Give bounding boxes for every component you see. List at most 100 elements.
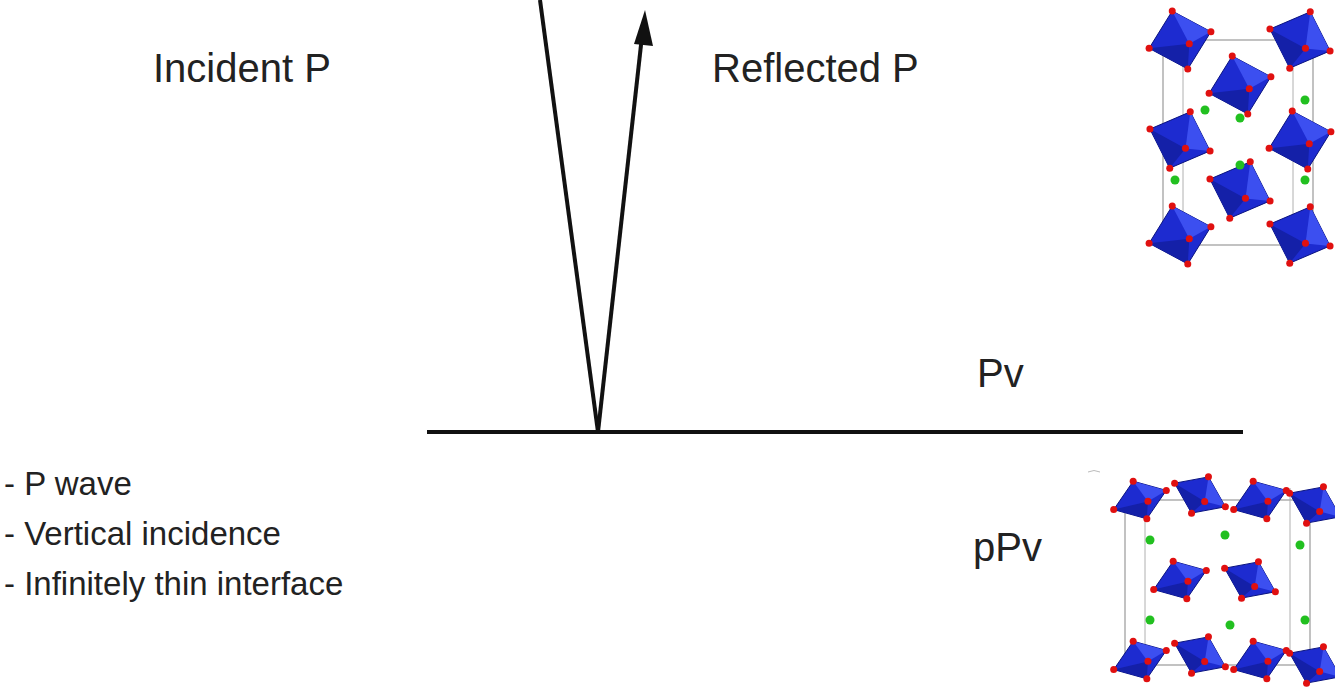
note-text: - P wave: [4, 465, 132, 503]
octahedron: [1209, 56, 1271, 114]
octahedron: [1175, 637, 1226, 673]
octahedron-face: [1232, 56, 1271, 89]
oxygen-atom: [1144, 658, 1151, 665]
oxygen-atom: [1307, 203, 1314, 210]
oxygen-atom: [1205, 473, 1212, 480]
cation-atom: [1201, 106, 1210, 115]
oxygen-atom: [1250, 638, 1257, 645]
octahedron-face: [1149, 44, 1189, 69]
oxygen-atom: [1206, 90, 1213, 97]
oxygen-atom: [1264, 498, 1271, 505]
octahedron-face: [1209, 89, 1249, 114]
oxygen-atom: [1171, 640, 1178, 647]
oxygen-atom: [1320, 643, 1327, 650]
octahedron: [1114, 641, 1167, 679]
oxygen-atom: [1163, 647, 1170, 654]
octahedron: [1210, 162, 1270, 218]
oxygen-atom: [1203, 567, 1210, 574]
octahedron-face: [1114, 501, 1148, 518]
octahedron-face: [1175, 643, 1205, 673]
oxygen-atom: [1226, 215, 1233, 222]
oxygen-atom: [1230, 506, 1237, 513]
oxygen-atom: [1304, 165, 1311, 172]
cation-atom: [1296, 541, 1305, 550]
oxygen-atom: [1146, 240, 1153, 247]
oxygen-atom: [1183, 595, 1190, 602]
oxygen-atom: [1186, 235, 1193, 242]
oxygen-atom: [1327, 47, 1334, 54]
octahedron-face: [1150, 129, 1186, 168]
reflected-ray: [598, 36, 642, 432]
oxygen-atom: [1267, 73, 1274, 80]
oxygen-atom: [1250, 478, 1257, 485]
diagram-label: Incident P: [153, 45, 331, 91]
oxygen-atom: [1302, 45, 1309, 52]
oxygen-atom: [1242, 195, 1249, 202]
octahedron-face: [1149, 239, 1189, 264]
oxygen-atom: [1171, 480, 1178, 487]
oxygen-atom: [1170, 558, 1177, 565]
cation-atom: [1301, 176, 1310, 185]
octahedron-face: [1172, 206, 1211, 239]
stray-mark: [1088, 471, 1100, 473]
oxygen-atom: [1146, 45, 1153, 52]
octahedron: [1114, 481, 1167, 519]
oxygen-atom: [1230, 666, 1237, 673]
octahedron: [1234, 641, 1287, 679]
oxygen-atom: [1272, 588, 1279, 595]
octahedron-face: [1114, 661, 1148, 678]
diagram-label: Pv: [977, 350, 1024, 396]
oxygen-atom: [1201, 498, 1208, 505]
octahedron-face: [1270, 224, 1306, 263]
octahedron: [1175, 477, 1226, 513]
oxygen-atom: [1205, 633, 1212, 640]
oxygen-atom: [1266, 145, 1273, 152]
oxygen-atom: [1143, 515, 1150, 522]
octahedron-face: [1210, 179, 1246, 218]
oxygen-atom: [1266, 221, 1273, 228]
oxygen-atom: [1286, 260, 1293, 267]
octahedron: [1149, 11, 1211, 69]
oxygen-atom: [1306, 140, 1313, 147]
note-text: - Vertical incidence: [4, 515, 281, 553]
cation-atom: [1236, 161, 1245, 170]
octahedron: [1290, 647, 1335, 683]
octahedron-face: [1290, 653, 1320, 683]
octahedron-face: [1172, 11, 1211, 44]
oxygen-atom: [1207, 223, 1214, 230]
diagram-label: Reflected P: [712, 45, 919, 91]
oxygen-atom: [1143, 675, 1150, 682]
oxygen-atom: [1327, 128, 1334, 135]
oxygen-atom: [1187, 108, 1194, 115]
oxygen-atom: [1244, 110, 1251, 117]
oxygen-atom: [1263, 675, 1270, 682]
octahedron-face: [1186, 112, 1211, 151]
oxygen-atom: [1289, 108, 1296, 115]
oxygen-atom: [1246, 85, 1253, 92]
oxygen-atom: [1184, 578, 1191, 585]
oxygen-atom: [1110, 666, 1117, 673]
oxygen-atom: [1130, 478, 1137, 485]
octahedron: [1149, 206, 1211, 264]
oxygen-atom: [1320, 483, 1327, 490]
octahedron-face: [1306, 207, 1331, 246]
oxygen-atom: [1169, 8, 1176, 15]
oxygen-atom: [1255, 558, 1262, 565]
octahedron-face: [1154, 581, 1188, 598]
oxygen-atom: [1229, 53, 1236, 60]
cation-atom: [1171, 176, 1180, 185]
cation-atom: [1221, 531, 1230, 540]
interface-line: [427, 430, 1243, 434]
unit-cell: [1125, 500, 1310, 665]
oxygen-atom: [1166, 165, 1173, 172]
oxygen-atom: [1150, 586, 1157, 593]
oxygen-atom: [1247, 158, 1254, 165]
octahedron: [1270, 12, 1330, 68]
octahedron-face: [1246, 162, 1271, 201]
oxygen-atom: [1222, 503, 1229, 510]
oxygen-atom: [1146, 126, 1153, 133]
oxygen-atom: [1303, 680, 1310, 687]
cation-atom: [1301, 616, 1310, 625]
oxygen-atom: [1184, 65, 1191, 72]
oxygen-atom: [1264, 658, 1271, 665]
